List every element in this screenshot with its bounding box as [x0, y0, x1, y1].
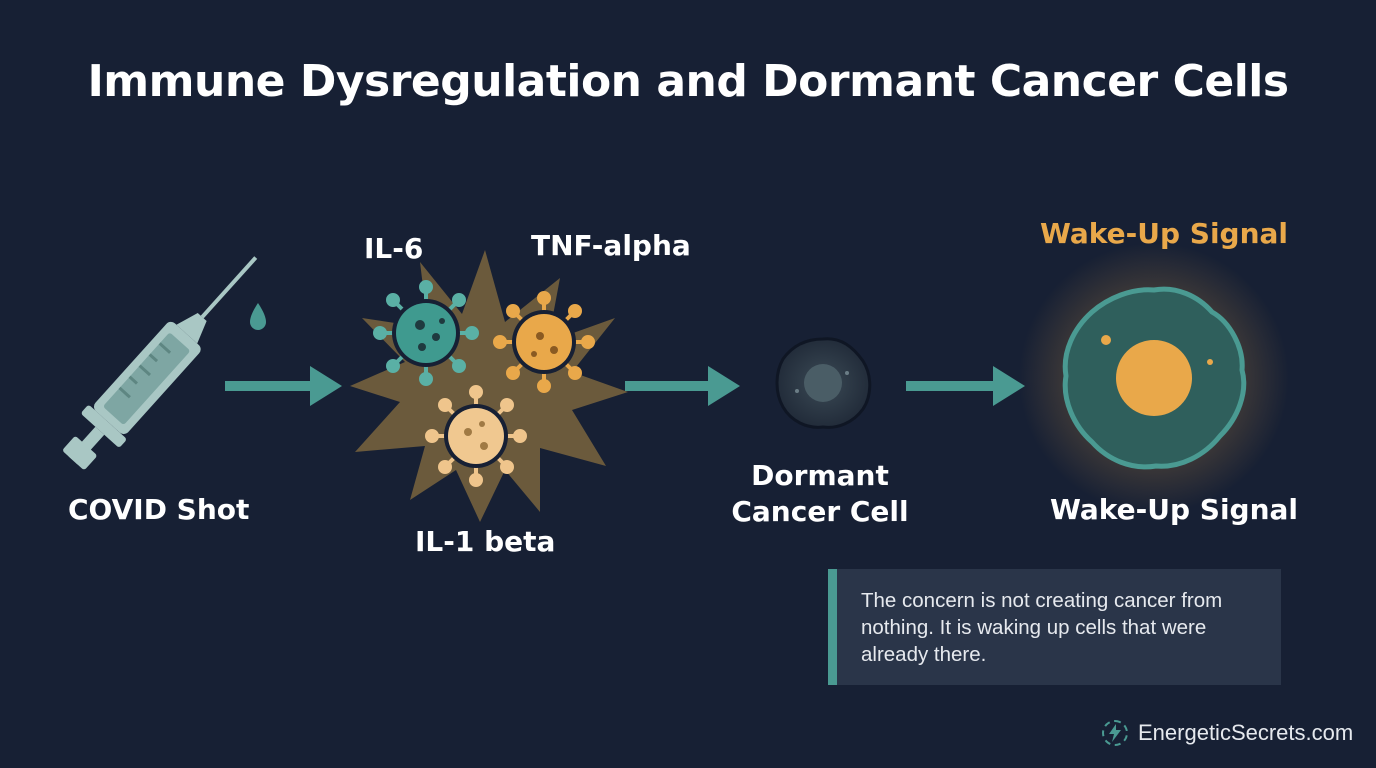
- page-title: Immune Dysregulation and Dormant Cancer …: [87, 56, 1289, 107]
- lightning-bolt-icon: [1102, 720, 1128, 746]
- il6-label: IL-6: [364, 232, 424, 265]
- il6-virus-icon: [373, 280, 479, 386]
- arrow-icon: [906, 366, 1025, 406]
- callout-box: The concern is not creating cancer from …: [828, 569, 1281, 685]
- tnf-alpha-virus-icon: [493, 291, 595, 393]
- arrow-icon: [625, 366, 740, 406]
- dormant-cell-label-line1: Dormant: [751, 459, 889, 492]
- covid-shot-label: COVID Shot: [68, 493, 250, 526]
- dormant-cell-icon: [775, 337, 872, 429]
- wake-up-signal-heading: Wake-Up Signal: [1040, 217, 1289, 250]
- brand-text: EnergeticSecrets.com: [1138, 720, 1354, 745]
- droplet-icon: [250, 303, 266, 330]
- callout-text: The concern is not creating cancer from …: [861, 589, 1223, 666]
- awakened-cell-icon: [1019, 243, 1289, 513]
- il1-beta-virus-icon: [425, 385, 527, 487]
- tnf-alpha-label: TNF-alpha: [531, 229, 691, 262]
- il1-beta-label: IL-1 beta: [415, 525, 556, 558]
- dormant-cell-label: Dormant Cancer Cell: [720, 458, 920, 530]
- brand-footer[interactable]: EnergeticSecrets.com: [1102, 718, 1353, 748]
- dormant-cell-label-line2: Cancer Cell: [731, 495, 909, 528]
- arrow-icon: [225, 366, 342, 406]
- wake-up-signal-label: Wake-Up Signal: [1050, 493, 1299, 526]
- cytokine-burst: [350, 250, 628, 522]
- syringe-icon: [63, 256, 258, 470]
